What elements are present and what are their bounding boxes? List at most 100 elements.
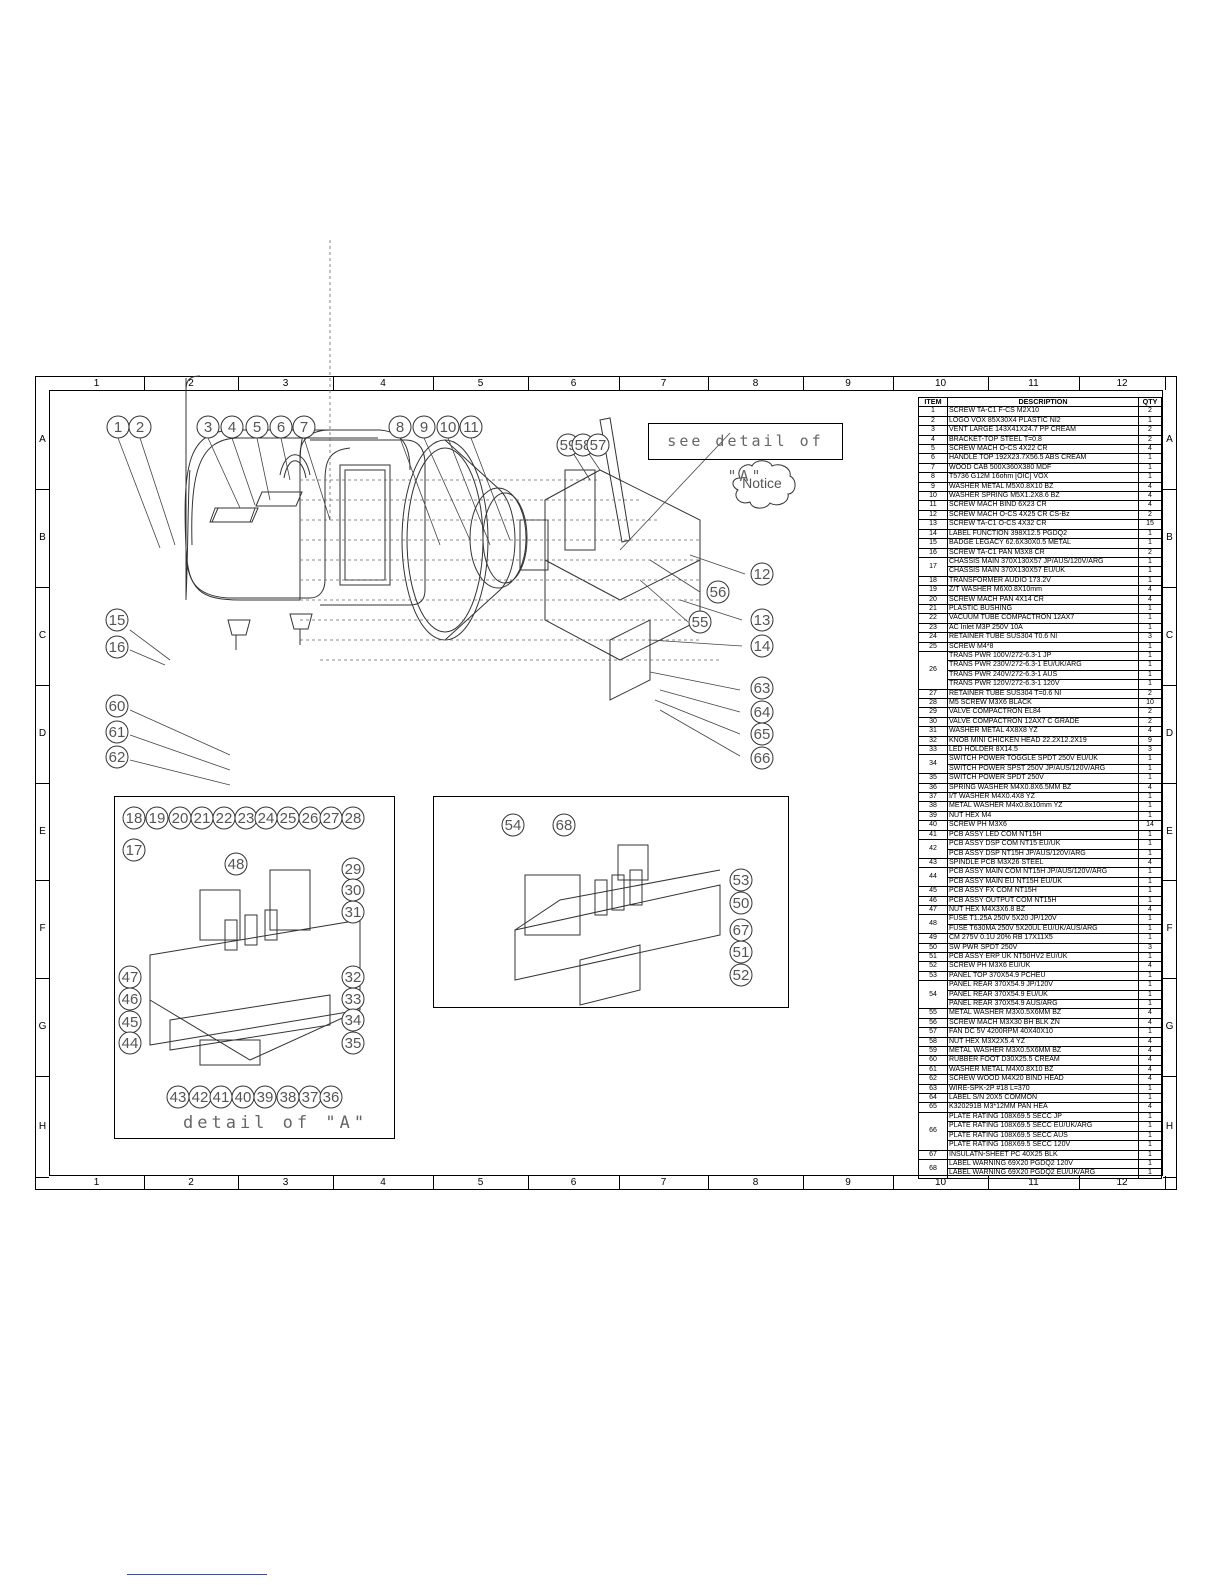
bom-item-number: 66 [918,1111,948,1151]
callout-number: 33 [345,991,362,1008]
callout-number: 3 [204,419,212,436]
callout-bubble [459,415,483,439]
column-divider-tick [803,1176,804,1189]
bom-description: CM 275V 0.1U 20% RB 17X11X5 [947,933,1139,944]
bom-quantity: 1 [1138,810,1162,822]
callout-number: 12 [754,566,771,583]
callout-bubble [224,852,248,876]
callout-number: 63 [754,680,771,697]
bom-item-number: 28 [918,697,948,709]
bom-description: WASHER METAL M4X0.8X10 BZ [947,1064,1139,1076]
bom-description: SCREW MACH M3X30 BH BLK ZN [947,1017,1139,1029]
bom-description: K320291B M3*12MM PAN HEA [947,1102,1139,1113]
bom-quantity: 1 [1138,895,1162,906]
row-letter-right: C [1165,630,1174,641]
column-divider-tick [144,377,145,390]
callout-bubble [105,635,129,659]
bom-description: NUT HEX M4 [947,810,1139,822]
bom-description: NUT HEX M4X3X6.8 BZ [947,904,1139,916]
bom-quantity: 4 [1138,1064,1162,1076]
bom-description: NUT HEX M3X2X5.4 YZ [947,1036,1139,1048]
bom-quantity: 2 [1138,707,1162,718]
callout-bubble [750,746,774,770]
callout-number: 66 [754,750,771,767]
bom-item-number: 9 [918,481,948,493]
chassis-detail-drawing [514,844,721,1006]
bom-description: PANEL REAR 370X54.9 AUS/ARG [947,998,1139,1010]
bom-quantity: 4 [1138,1036,1162,1048]
chassis-detail-frame [433,796,789,1008]
bom-item-number: 21 [918,603,948,615]
column-number-bot: 12 [1116,1177,1128,1188]
bom-description: WASHER METAL 4X8X8 YZ [947,726,1139,737]
bom-item-number: 64 [918,1093,948,1104]
bom-quantity: 1 [1138,415,1162,427]
bom-quantity: 1 [1138,453,1162,464]
column-divider-tick [433,377,434,390]
column-number-top: 2 [188,378,194,389]
bom-item-number: 36 [918,782,948,794]
bom-item-number: 68 [918,1158,948,1179]
bom-quantity: 9 [1138,735,1162,747]
bom-quantity: 4 [1138,585,1162,596]
bom-quantity: 1 [1138,1083,1162,1095]
row-letter-left: E [39,825,46,837]
bom-item-number: 32 [918,735,948,747]
column-divider-tick [803,377,804,390]
bom-quantity: 1 [1138,1140,1162,1151]
column-number-bot: 10 [934,1177,947,1188]
bom-quantity: 1 [1138,923,1162,935]
row-divider-tick [1163,1076,1176,1077]
bom-quantity: 1 [1138,1130,1162,1142]
callout-number: 45 [122,1014,139,1031]
callout-number: 52 [733,967,750,984]
bom-description: SPRING WASHER M4X0.8X6.5MM BZ [947,782,1139,794]
bom-description: SCREW M4*8 [947,641,1139,652]
bom-description: PCB ASSY OUTPUT COM NT15H [947,895,1139,906]
bom-quantity: 4 [1138,961,1162,972]
bom-description: PCB ASSY MAIN EU NT15H EU/UK [947,876,1139,888]
bom-item-number: 27 [918,688,948,700]
column-divider-tick [708,377,709,390]
callout-bubble [412,415,436,439]
bom-description: PCB ASSY LED COM NT15H [947,829,1139,841]
bom-item-number: 35 [918,773,948,784]
bom-description: SCREW MACH PAN 4X14 CR [947,594,1139,605]
bom-description: PANEL REAR 370X54.9 EU/UK [947,989,1139,1001]
row-divider-tick [36,489,49,490]
bom-quantity: 4 [1138,857,1162,869]
bom-description: VENT LARGE 143X41X24.7 PP CREAM [947,425,1139,436]
bom-quantity: 1 [1138,679,1162,690]
column-divider-tick [238,377,239,390]
bom-item-number: 60 [918,1055,948,1066]
callout-bubble [245,415,269,439]
bom-quantity: 3 [1138,632,1162,643]
callout-number: 29 [345,861,362,878]
callout-bubble [729,963,753,987]
bom-description: SCREW WOOD M4X20 BIND HEAD [947,1074,1139,1085]
column-number-bot: 1 [93,1177,100,1188]
callout-number: 23 [238,810,255,827]
bom-item-number: 20 [918,594,948,605]
callout-bubble [269,415,293,439]
bom-item-number: 4 [918,434,948,446]
bom-description: M5 SCREW M3X6 BLACK [947,697,1139,709]
bom-item-number: 25 [918,641,948,652]
column-number-bot: 5 [477,1177,484,1188]
